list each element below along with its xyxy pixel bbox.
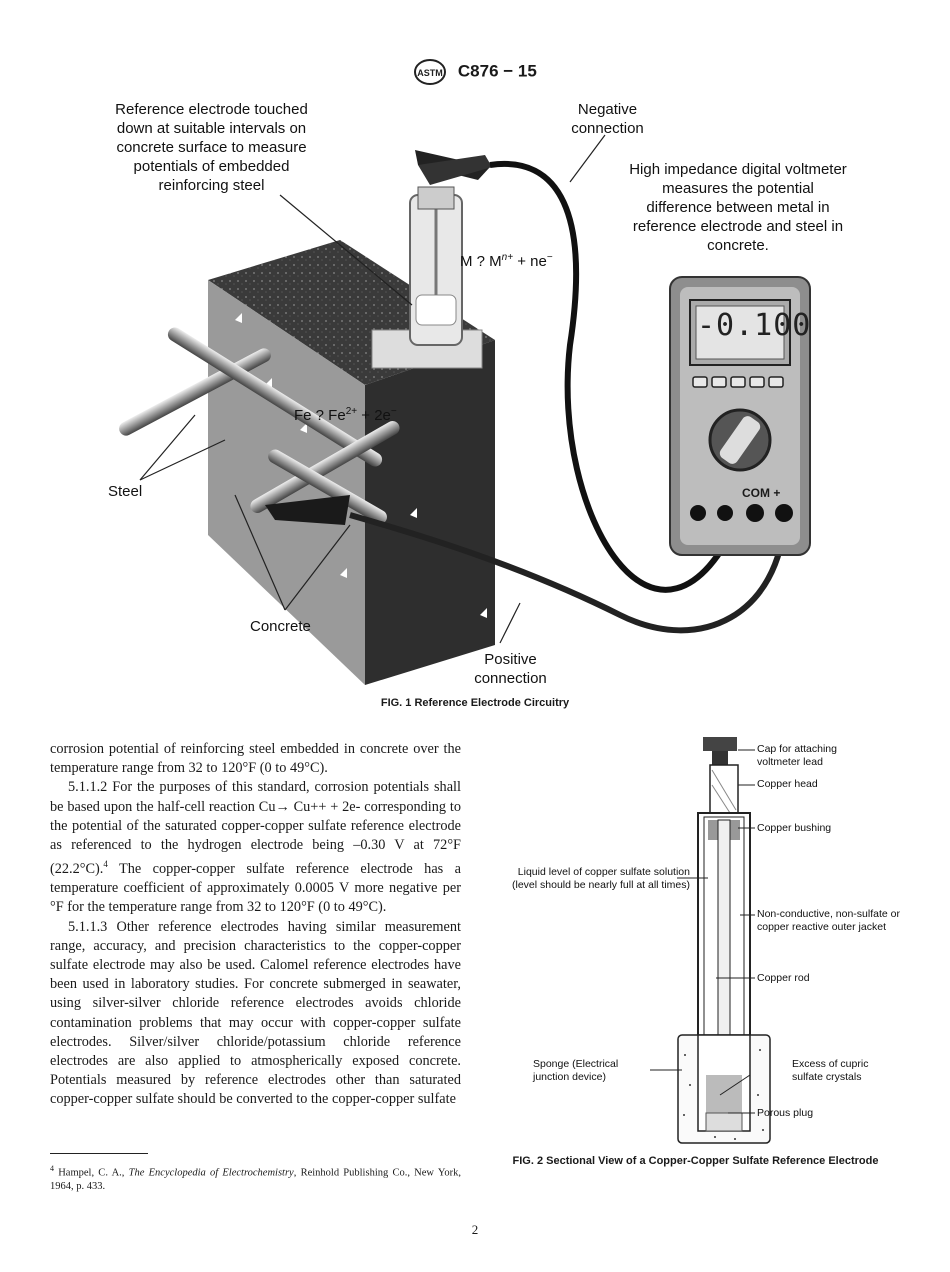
figure-2-leaders (650, 749, 755, 1114)
equation-iron: Fe ? Fe2+ + 2e− (294, 406, 397, 424)
label-positive-connection: Positive connection (474, 651, 547, 687)
standard-designation: C876 − 15 (457, 61, 537, 81)
fig2-label-bushing: Copper bushing (757, 822, 832, 834)
voltmeter-display: -0.100 (697, 308, 812, 343)
page-number: 2 (471, 1222, 479, 1237)
fig2-label-cap: Cap for attaching voltmeter lead (757, 743, 837, 768)
voltmeter (669, 276, 811, 556)
figure-1-caption: FIG. 1 Reference Electrode Circuitry (380, 697, 570, 709)
fig2-label-liquid: Liquid level of copper sulfate solution … (512, 866, 690, 891)
paragraph-5-1-1-2: 5.1.1.2 For the purposes of this standar… (50, 779, 461, 916)
figure-2-caption: FIG. 2 Sectional View of a Copper-Copper… (512, 1155, 879, 1167)
label-negative-connection: Negative connection (571, 101, 644, 137)
fig2-label-rod: Copper rod (757, 972, 810, 984)
paragraph-5-1-1-3: 5.1.1.3 Other reference electrodes havin… (50, 918, 461, 1108)
body-text-column: corrosion potential of reinforcing steel… (50, 740, 461, 1110)
equation-metal: M ? Mn+ + ne− (460, 252, 553, 270)
steel-bars (119, 327, 400, 524)
fig2-label-crystals: Excess of cupric sulfate crystals (792, 1058, 869, 1083)
meter-terminal-label: COM + (742, 486, 781, 500)
footnote-4: 4 Hampel, C. A., The Encyclopedia of Ele… (50, 1164, 461, 1192)
label-steel: Steel (108, 483, 143, 500)
fig2-label-head: Copper head (757, 778, 818, 790)
footnote-rule (50, 1153, 148, 1154)
figure-2-illustration (677, 737, 771, 1144)
label-voltmeter: High impedance digital voltmeter measure… (629, 161, 847, 254)
page-header: ASTM C876 − 15 (0, 58, 950, 86)
label-concrete: Concrete (250, 618, 311, 635)
label-reference-electrode: Reference electrode touched down at suit… (115, 101, 308, 194)
svg-text:ASTM: ASTM (417, 68, 443, 78)
fig2-label-sponge: Sponge (Electrical junction device) (533, 1058, 619, 1083)
fig2-label-plug: Porous plug (757, 1107, 814, 1119)
fig2-label-jacket: Non-conductive, non-sulfate or copper re… (757, 908, 900, 933)
paragraph-continuation: corrosion potential of reinforcing steel… (50, 741, 461, 777)
astm-logo-icon: ASTM (414, 59, 447, 85)
figure-1-illustration (119, 134, 811, 685)
